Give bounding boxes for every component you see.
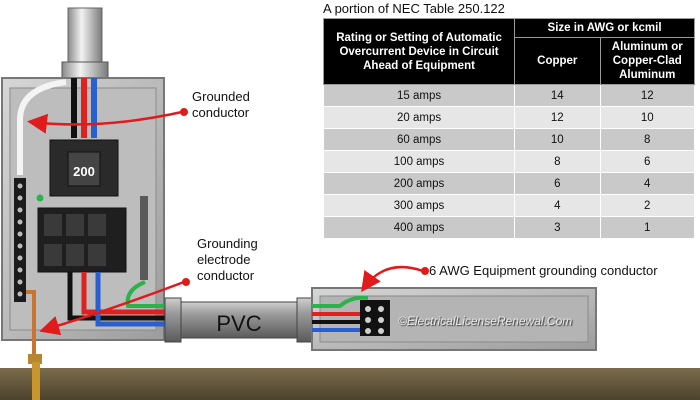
cell-rating: 300 amps — [322, 194, 516, 217]
cell-aluminum: 12 — [599, 84, 695, 107]
grounded-conductor-label: Grounded conductor — [192, 89, 250, 120]
service-conduit — [67, 7, 103, 65]
pvc-label: PVC — [216, 311, 261, 336]
cell-copper: 4 — [514, 194, 601, 217]
header-size: Size in AWG or kcmil — [514, 18, 695, 38]
branch-breaker — [88, 214, 106, 236]
neutral-bar — [14, 178, 26, 302]
branch-breaker — [44, 214, 62, 236]
nec-table-250-122: Rating or Setting of Automatic Overcurre… — [322, 18, 695, 239]
feeder-wire-green — [125, 280, 170, 308]
jbox-wire-green — [312, 295, 369, 308]
egc-label: 6 AWG Equipment grounding conductor — [429, 263, 658, 278]
breaker-rating-label: 200 — [73, 164, 95, 179]
neutral-bar-screws — [17, 183, 23, 297]
grounding-electrode-conductor-label: Grounding electrode conductor — [197, 236, 258, 283]
cell-copper: 6 — [514, 172, 601, 195]
cell-copper: 3 — [514, 216, 601, 239]
table-caption: A portion of NEC Table 250.122 — [323, 1, 505, 16]
ground-rod-clamp — [28, 354, 42, 364]
cell-copper: 8 — [514, 150, 601, 173]
watermark: ©ElectricalLicenseRenewal.Com — [398, 314, 573, 328]
ground-bar — [140, 196, 148, 280]
cell-aluminum: 10 — [599, 106, 695, 129]
feeder-wire-blue — [95, 272, 170, 327]
main-breaker-handle — [67, 151, 101, 187]
cell-copper: 10 — [514, 128, 601, 151]
ground-rod — [32, 362, 40, 400]
cell-rating: 100 amps — [322, 150, 516, 173]
floor — [0, 368, 700, 400]
egc-arrow-dot — [421, 267, 429, 275]
cell-aluminum: 4 — [599, 172, 695, 195]
branch-breaker — [44, 244, 62, 266]
cell-rating: 200 amps — [322, 172, 516, 195]
header-copper: Copper — [514, 37, 601, 85]
terminal-screws — [365, 306, 384, 334]
grounded-conductor-wire — [17, 79, 67, 175]
cell-rating: 400 amps — [322, 216, 516, 239]
conduit-fitting — [61, 61, 109, 79]
green-bonding-screw — [36, 194, 44, 202]
terminal-block — [360, 300, 390, 336]
cell-copper: 14 — [514, 84, 601, 107]
grounded-conductor-arrow-dot — [180, 108, 188, 116]
cell-rating: 15 amps — [322, 84, 516, 107]
gec-arrow-dot — [182, 278, 190, 286]
cell-aluminum: 6 — [599, 150, 695, 173]
branch-breaker — [88, 244, 106, 266]
pvc-conduit — [164, 301, 314, 339]
pvc-coupling-right — [296, 297, 314, 343]
egc-arrow — [361, 265, 424, 293]
cell-copper: 12 — [514, 106, 601, 129]
cell-aluminum: 2 — [599, 194, 695, 217]
grounded-conductor-arrow — [27, 110, 183, 134]
gec-arrow — [39, 280, 185, 336]
cell-aluminum: 1 — [599, 216, 695, 239]
feeder-wire-black — [67, 272, 170, 321]
branch-breaker — [66, 244, 84, 266]
cell-aluminum: 8 — [599, 128, 695, 151]
feeder-wire-red — [81, 272, 170, 315]
header-rating: Rating or Setting of Automatic Overcurre… — [322, 18, 516, 85]
cell-rating: 60 amps — [322, 128, 516, 151]
cell-rating: 20 amps — [322, 106, 516, 129]
branch-breaker — [66, 214, 84, 236]
header-aluminum: Aluminum or Copper-Clad Aluminum — [599, 37, 695, 85]
pvc-coupling-left — [164, 297, 182, 343]
